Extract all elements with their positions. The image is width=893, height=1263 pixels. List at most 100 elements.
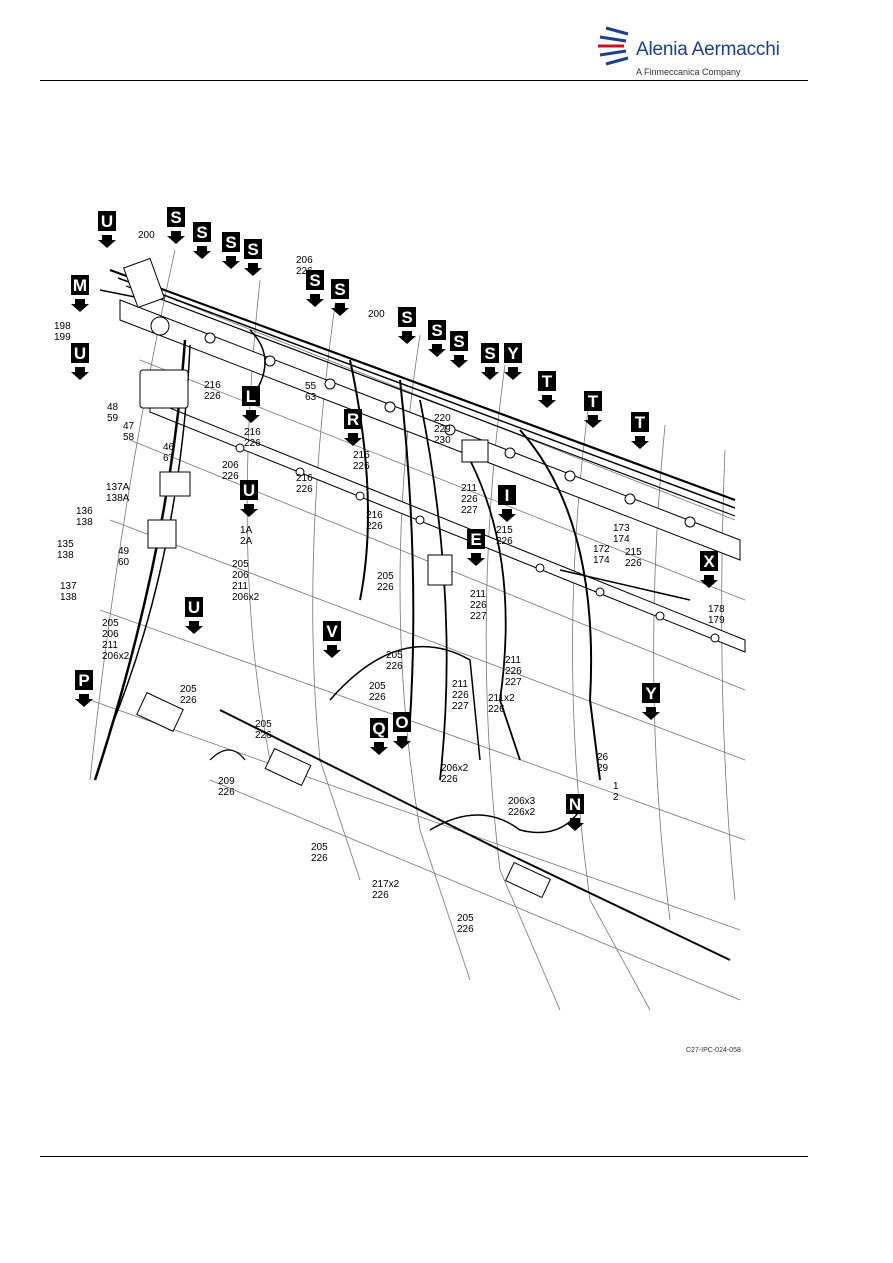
brand-tagline: A Finmeccanica Company — [636, 67, 741, 77]
view-marker-box — [450, 331, 468, 351]
view-marker: S — [222, 232, 240, 269]
callout-line: 211 — [505, 655, 521, 666]
callout-line: 48 — [107, 402, 119, 413]
view-marker: U — [185, 597, 203, 634]
view-marker-box — [71, 343, 89, 363]
view-marker-box — [193, 222, 211, 242]
callout-line: 206x3 — [508, 796, 536, 807]
view-marker: E — [467, 529, 485, 566]
arrow-icon — [98, 235, 116, 248]
arrow-icon — [467, 553, 485, 566]
view-marker-box — [167, 207, 185, 227]
view-marker-box — [242, 386, 260, 406]
callout-line: 205 — [386, 650, 403, 661]
arrow-icon — [331, 303, 349, 316]
view-marker: T — [584, 391, 602, 428]
view-marker: S — [481, 343, 499, 380]
callout-line: 172 — [593, 544, 610, 555]
view-marker: Y — [642, 683, 660, 720]
callout-line: 1A — [240, 525, 253, 536]
callout-line: 211 — [452, 679, 468, 690]
view-marker: T — [538, 371, 556, 408]
view-marker: P — [75, 670, 93, 707]
view-marker: S — [331, 279, 349, 316]
callout-line: 174 — [613, 534, 630, 545]
wire-harness-runs — [93, 268, 736, 961]
callout-line: 1 — [613, 781, 619, 792]
callout-label: 200 — [368, 309, 385, 320]
view-marker-box — [370, 718, 388, 738]
arrow-icon — [504, 367, 522, 380]
callout-line: 230 — [434, 435, 451, 446]
callout-line: 226 — [452, 690, 469, 701]
airframe-structure — [89, 249, 746, 1011]
view-marker-box — [498, 485, 516, 505]
arrow-icon — [71, 367, 89, 380]
view-marker: M — [71, 275, 89, 312]
view-marker-letter: Q — [372, 719, 385, 738]
view-marker-letter: R — [347, 410, 359, 429]
view-marker-box — [398, 307, 416, 327]
view-marker: S — [193, 222, 211, 259]
view-marker: Y — [504, 343, 522, 380]
view-marker: I — [498, 485, 516, 522]
view-marker-box — [323, 621, 341, 641]
arrow-icon — [167, 231, 185, 244]
arrow-icon — [306, 294, 324, 307]
callout-line: 226 — [496, 536, 513, 547]
view-marker-letter: T — [542, 372, 553, 391]
callout-line: 209 — [218, 776, 235, 787]
callout-line: 226 — [457, 924, 474, 935]
figure-reference: C27-IPC-024-058 — [686, 1047, 741, 1054]
callout-line: 178 — [708, 604, 725, 615]
callout-line: 205 — [377, 571, 394, 582]
callout-line: 226 — [386, 661, 403, 672]
callout-line: 198 — [54, 321, 71, 332]
view-marker-letter: U — [74, 344, 86, 363]
view-marker: X — [700, 551, 718, 588]
callout-line: 226 — [505, 666, 522, 677]
arrow-icon — [642, 707, 660, 720]
arrow-icon — [185, 621, 203, 634]
callout-line: 206x2 — [441, 763, 469, 774]
view-marker-letter: V — [326, 622, 338, 641]
callout-line: 226 — [625, 558, 642, 569]
callout-line: 211x2 — [488, 693, 515, 704]
brand-name: Alenia Aermacchi — [636, 39, 780, 60]
view-marker-letter: S — [309, 271, 320, 290]
callout-line: 206x2 — [232, 592, 260, 603]
callout-line: 211 — [232, 581, 248, 592]
view-marker-letter: U — [101, 212, 113, 231]
callout-line: 220 — [434, 413, 451, 424]
callout-line: 138 — [57, 550, 74, 561]
view-marker: S — [450, 331, 468, 368]
callout-line: 49 — [118, 546, 130, 557]
view-marker-box — [566, 794, 584, 814]
view-marker-box — [71, 275, 89, 295]
callout-line: 205 — [255, 719, 272, 730]
view-marker-letter: N — [569, 795, 581, 814]
components — [123, 257, 552, 899]
callout-line: 226 — [369, 692, 386, 703]
arrow-icon — [344, 433, 362, 446]
view-marker-letter: Y — [645, 684, 657, 703]
footer-rule — [40, 1156, 808, 1157]
view-marker: S — [398, 307, 416, 344]
